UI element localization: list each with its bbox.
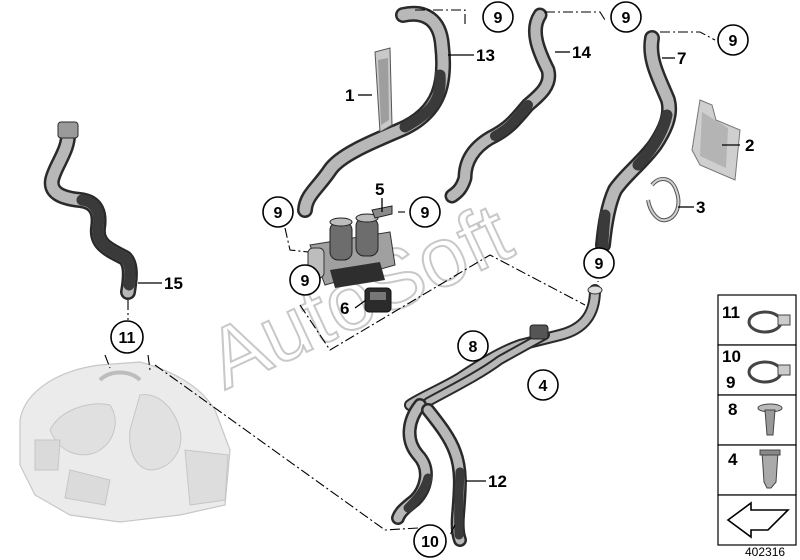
callout-9-hose14: 9: [610, 1, 642, 33]
callout-9-valve-bottom: 9: [289, 264, 321, 296]
legend-panel: 11 10 9 8 4: [717, 294, 797, 546]
legend-item-11: 11: [722, 303, 791, 334]
legend-item-8: 8: [728, 400, 783, 436]
label-15: 15: [138, 274, 183, 293]
svg-text:9: 9: [301, 273, 310, 290]
svg-text:14: 14: [572, 43, 591, 62]
label-13: 13: [448, 46, 495, 65]
hose-15: [43, 121, 138, 300]
callout-4: 4: [527, 369, 559, 401]
callout-10: 10: [413, 524, 447, 558]
svg-text:3: 3: [696, 198, 705, 217]
svg-text:11: 11: [722, 303, 740, 322]
svg-text:5: 5: [375, 180, 384, 199]
svg-text:9: 9: [274, 205, 283, 222]
legend-item-arrow: [726, 501, 790, 539]
svg-text:13: 13: [476, 46, 495, 65]
callout-9-valve-right: 9: [409, 196, 441, 228]
svg-text:10: 10: [722, 347, 741, 366]
svg-text:9: 9: [622, 10, 631, 27]
svg-text:9: 9: [421, 205, 430, 222]
svg-text:9: 9: [729, 33, 738, 50]
engine-block: [19, 361, 231, 523]
svg-text:9: 9: [726, 373, 735, 392]
svg-text:4: 4: [539, 378, 548, 395]
arrow-icon: [726, 501, 790, 539]
svg-text:6: 6: [340, 299, 349, 318]
svg-text:2: 2: [745, 136, 754, 155]
callout-9-valve-left: 9: [262, 196, 294, 228]
callout-9-hose7: 9: [717, 24, 749, 56]
label-12: 12: [466, 472, 507, 491]
hose-12: [391, 398, 467, 547]
bracket-2: [691, 99, 741, 181]
label-7: 7: [662, 49, 686, 68]
svg-text:7: 7: [677, 49, 686, 68]
legend-item-10-9: 10 9: [722, 347, 791, 392]
callout-9-pipe: 9: [583, 247, 615, 279]
svg-text:1: 1: [345, 86, 354, 105]
svg-text:8: 8: [728, 400, 737, 419]
callout-8: 8: [457, 330, 489, 362]
svg-text:4: 4: [728, 450, 738, 469]
label-2: 2: [722, 136, 754, 155]
svg-text:12: 12: [488, 472, 507, 491]
hose-clamp-icon: [747, 310, 791, 334]
pump-6: [364, 287, 392, 313]
legend-item-4: 4: [728, 449, 781, 489]
document-number: 402316: [745, 545, 785, 559]
relation-lines: [104, 9, 716, 536]
svg-text:11: 11: [119, 330, 136, 347]
bracket-1: [374, 47, 393, 133]
svg-text:10: 10: [421, 534, 439, 551]
pipe-assembly: [404, 284, 603, 411]
label-5: 5: [375, 180, 384, 212]
label-1: 1: [345, 86, 372, 105]
callout-9-hose13: 9: [482, 1, 514, 33]
svg-text:9: 9: [595, 256, 604, 273]
hose-clamp-icon: [747, 360, 791, 384]
svg-text:15: 15: [164, 274, 183, 293]
label-6: 6: [340, 299, 367, 318]
callout-11: 11: [110, 320, 144, 354]
expanding-nut-icon: [759, 449, 781, 489]
svg-text:9: 9: [494, 10, 503, 27]
holder-3: [646, 177, 681, 223]
svg-text:8: 8: [469, 339, 478, 356]
label-14: 14: [555, 43, 591, 62]
hose-13: [297, 5, 452, 218]
label-3: 3: [678, 198, 705, 217]
expanding-rivet-icon: [757, 403, 783, 436]
valve-block-5: [307, 205, 396, 288]
hose-14: [444, 7, 557, 204]
hose-7: [595, 30, 678, 253]
